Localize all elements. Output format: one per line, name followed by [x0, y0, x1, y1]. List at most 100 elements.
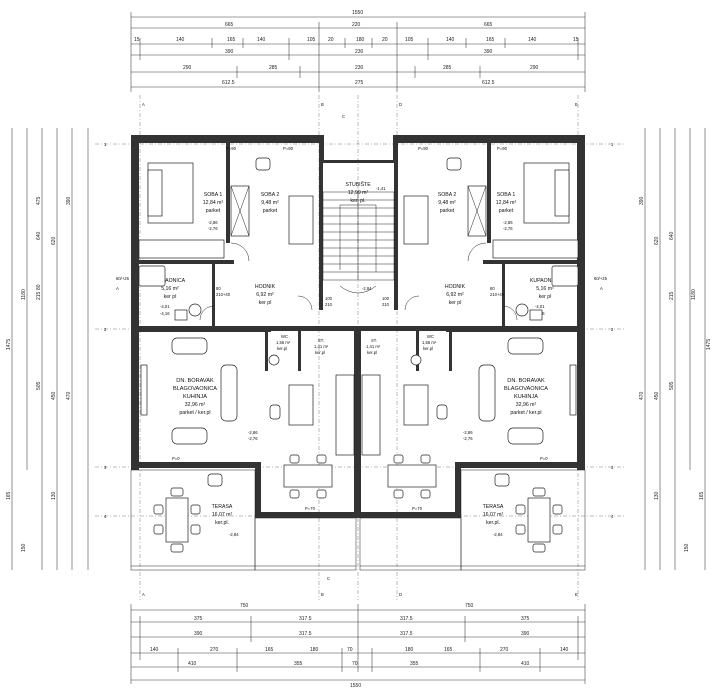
dim-right: 165	[699, 491, 705, 500]
room-area: 12,84 m²	[496, 200, 517, 206]
dim-bottom-r2: 375	[194, 616, 203, 622]
staircase	[322, 191, 395, 294]
dim-left: 640	[36, 231, 42, 240]
room-area: 1,41 m²	[314, 344, 329, 349]
room-name: TERASA	[483, 504, 504, 510]
room-floor: parket	[263, 208, 278, 214]
room-area: 6,92 m²	[446, 292, 464, 298]
grid-label: D	[399, 592, 402, 597]
room-floor: ker pl	[539, 294, 552, 300]
room-area: 32,96 m²	[516, 402, 537, 408]
level-mark: -2,76	[463, 436, 473, 441]
room-floor: ker pl	[449, 300, 462, 306]
room-area: 9,48 m²	[438, 200, 456, 206]
toilet-icon	[410, 354, 422, 366]
terrace-outlines	[130, 469, 586, 571]
sofa-icon	[507, 427, 544, 445]
door-tag: 80	[216, 286, 221, 291]
dim-bottom-r1: 750	[240, 603, 249, 609]
dim-bottom-r2: 375	[521, 616, 530, 622]
dim-top-r3: 140	[528, 37, 537, 43]
section-marker: C	[327, 576, 330, 581]
dim-right: 215	[669, 291, 675, 300]
room-area: 1,56 m²	[422, 340, 437, 345]
sofa-icon	[507, 337, 544, 355]
grid-label: E	[575, 592, 578, 597]
room-name: TERASA	[212, 504, 233, 510]
level-mark: -1,41	[376, 186, 386, 191]
room-area: 12,84 m²	[203, 200, 224, 206]
room-name: SOBA 1	[497, 192, 516, 198]
dim-top-r3: 140	[257, 37, 266, 43]
dim-top-r4: 390	[484, 49, 493, 55]
sink-icon	[174, 309, 188, 321]
room-area: 12,99 m²	[348, 190, 369, 196]
grid-label: B	[321, 592, 324, 597]
top-dimension-chains: 1550 665 220 665 15 140 165 140 105 20 1…	[130, 10, 586, 92]
level-mark: -2,84	[362, 286, 372, 291]
level-mark: -2,86	[248, 430, 258, 435]
dim-top-r3: 165	[227, 37, 236, 43]
level-mark: -2,76	[208, 226, 218, 231]
bottom-dimension-chains: 750 750 375 317.5 317.5 375 390 317.5 31…	[130, 603, 586, 689]
level-mark: -2,76	[248, 436, 258, 441]
room-name: BLAGOVAONICA	[504, 386, 548, 392]
dim-bottom-r2: 317.5	[299, 616, 312, 622]
toilet-icon	[268, 354, 280, 366]
grid-label: 4	[611, 514, 614, 519]
dim-top-r2: 220	[352, 22, 361, 28]
chair-icon	[255, 157, 271, 171]
dim-bottom-r5: 410	[188, 661, 197, 667]
side-dimension-chains: 1475 1180 475 390 620 640 80 215 505 470…	[6, 128, 712, 570]
dim-bottom-r3: 390	[194, 631, 203, 637]
room-floor: parket / ker.pl	[179, 410, 210, 416]
grid-label: A	[142, 102, 145, 107]
dim-bottom-r4: 165	[265, 647, 274, 653]
dim-top-r5: 290	[530, 65, 539, 71]
window-tag: P=90	[497, 146, 508, 151]
room-area: 5,16 m²	[161, 286, 179, 292]
room-name: KUHINJA	[514, 394, 538, 400]
dim-left: 130	[51, 491, 57, 500]
dim-left: 390	[66, 196, 72, 205]
grid-label: 2	[104, 327, 107, 332]
chair-icon	[446, 157, 462, 171]
toilet-icon	[515, 303, 529, 317]
room-floor: ker.pl	[423, 346, 433, 351]
dim-left: 80	[36, 284, 42, 290]
dim-top-r3: 180	[356, 37, 365, 43]
toilet-icon	[188, 303, 202, 317]
grid-label: A	[142, 592, 145, 597]
room-area: 6,92 m²	[256, 292, 274, 298]
window-tag: 60/+25	[594, 276, 608, 281]
room-area: 9,48 m²	[261, 200, 279, 206]
dim-top-r2: 665	[484, 22, 493, 28]
dim-bottom-r4: 180	[405, 647, 414, 653]
level-mark: -4,01	[160, 304, 170, 309]
walls	[131, 135, 585, 518]
room-name: HODNIK	[255, 284, 276, 290]
room-floor: ker.pl.	[486, 520, 500, 526]
opening-tags: P=90 P=90 P=90 P=90 100 210 100 210 80 2…	[116, 146, 608, 511]
level-mark: -4,01	[535, 304, 545, 309]
room-area: 16,07 m²	[212, 512, 233, 518]
furniture	[138, 157, 579, 553]
room-name: SOBA 1	[204, 192, 223, 198]
dim-top-r3: 20	[382, 37, 388, 43]
dim-top-r3: 15	[134, 37, 140, 43]
level-mark: -2,86	[208, 220, 218, 225]
dim-top-r5: 230	[355, 65, 364, 71]
window-tag: P=90	[418, 146, 429, 151]
dim-top-r2: 665	[225, 22, 234, 28]
stool-icon	[269, 404, 281, 420]
grid-label: D	[399, 102, 402, 107]
dim-left: 450	[51, 391, 57, 400]
door-tag: 210	[382, 302, 390, 307]
room-floor: parket	[206, 208, 221, 214]
dim-top-r3: 105	[405, 37, 414, 43]
room-floor: ker.pl	[367, 350, 377, 355]
wardrobe-icon	[492, 239, 579, 259]
dim-left: 505	[36, 381, 42, 390]
dim-top-r6: 612.5	[482, 80, 495, 86]
